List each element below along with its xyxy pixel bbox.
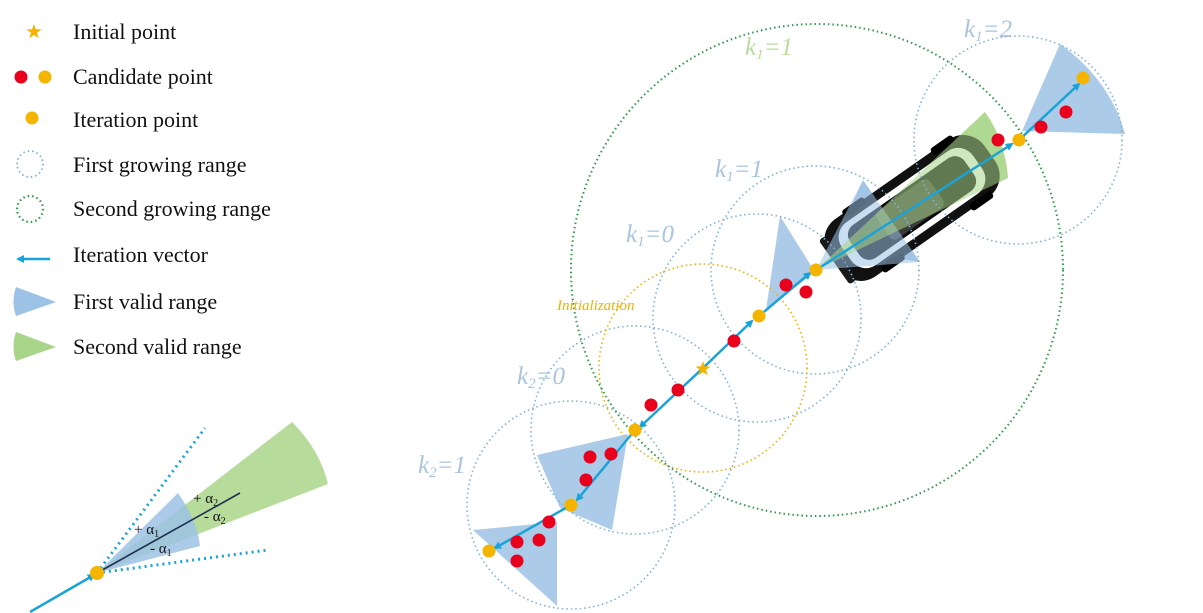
iteration-point [752, 309, 766, 323]
candidate-point [579, 473, 593, 487]
iteration-point [90, 566, 104, 580]
legend-row-first-valid-range: First valid range [13, 287, 217, 316]
candidate-point [799, 285, 813, 299]
plus-alpha1-label: + α1 [134, 522, 159, 540]
legend-label-candidate-point: Candidate point [73, 64, 213, 89]
iteration-point [482, 544, 496, 558]
legend-label-iteration-point: Iteration point [73, 107, 198, 132]
legend-label-second-growing-range: Second growing range [73, 196, 271, 221]
candidate-point [532, 533, 546, 547]
legend-row-first-growing-range: First growing range [16, 150, 247, 178]
k1-2-label: k1=2 [964, 16, 1012, 45]
candidate-point [1034, 120, 1048, 134]
legend-label-initial-point: Initial point [73, 19, 176, 44]
candidate-point [510, 535, 524, 549]
first-growing-range-circle [710, 165, 920, 375]
second-valid-range-overlay [816, 112, 1008, 270]
initial-point-star-icon [695, 361, 711, 376]
candidate-point [779, 278, 793, 292]
first-growing-range-circle [530, 325, 740, 535]
candidate-point [644, 398, 658, 412]
iteration-point [564, 498, 578, 512]
legend-label-second-valid-range: Second valid range [73, 334, 242, 359]
k2-0-label: k2=0 [517, 363, 565, 392]
candidate-point [1059, 105, 1073, 119]
iteration-vector-arrow [702, 319, 754, 369]
red-dot-icon [14, 70, 28, 84]
first-growing-ranges [466, 35, 1123, 610]
legend-row-second-valid-range: Second valid range [13, 332, 242, 361]
angle-inset: + α1 - α1 + α2 - α2 [29, 422, 328, 613]
candidate-point [727, 334, 741, 348]
k1-1-second-label: k1=1 [745, 34, 793, 63]
legend-label-iteration-vector: Iteration vector [73, 242, 209, 267]
star-icon [26, 24, 42, 39]
first-growing-range-circle [466, 400, 676, 610]
first-growing-range-circle [652, 213, 862, 423]
candidate-point [671, 383, 685, 397]
candidate-point [542, 515, 556, 529]
direction-line [96, 492, 241, 574]
initialization-range-circle [598, 263, 808, 473]
iteration-vector-arrow [493, 503, 572, 550]
iteration-vector-arrow [1018, 82, 1081, 141]
green-sector-icon [13, 332, 56, 361]
k1-1-first-label: k1=1 [715, 156, 763, 185]
first-valid-range-sector [766, 216, 815, 310]
plus-alpha2-label: + α2 [193, 491, 218, 509]
iteration-point [809, 263, 823, 277]
iteration-vector-arrow [758, 271, 812, 317]
legend-row-initial-point: Initial point [26, 19, 176, 44]
iteration-point [1012, 133, 1026, 147]
iteration-vector-arrow [575, 429, 636, 502]
minus-alpha1-label: - α1 [150, 541, 172, 559]
second-growing-range-circle [570, 23, 1064, 517]
dotted-circle-icon [15, 194, 45, 224]
main-diagram: Initialization k1=0 k1=1 k1=1 k1=2 k2=0 … [418, 16, 1125, 610]
iteration-vectors [493, 82, 1081, 550]
legend-row-iteration-vector: Iteration vector [16, 242, 209, 267]
legend-row-iteration-point: Iteration point [25, 107, 198, 132]
dotted-circle-icon [16, 150, 44, 178]
legend: Initial point Candidate point Iteration … [13, 19, 271, 361]
iteration-point [628, 423, 642, 437]
first-valid-range-sector [97, 493, 200, 573]
legend-label-first-growing-range: First growing range [73, 152, 247, 177]
first-growing-range-circle [913, 35, 1123, 245]
candidate-point [583, 450, 597, 464]
iteration-points [482, 71, 1090, 558]
candidate-point [604, 447, 618, 461]
legend-row-candidate-point: Candidate point [14, 64, 213, 89]
iteration-vector-arrow [638, 367, 704, 429]
yellow-dot-icon [25, 111, 39, 125]
initialization-label: Initialization [556, 298, 635, 314]
iteration-vector-arrow [815, 142, 1014, 272]
candidate-point [510, 554, 524, 568]
range-boundary-upper [95, 427, 207, 574]
k1-0-label: k1=0 [626, 221, 674, 250]
first-valid-ranges [473, 44, 1125, 606]
yellow-dot-icon [38, 70, 52, 84]
iteration-vector-arrow [29, 573, 96, 613]
iteration-point [1076, 71, 1090, 85]
minus-alpha2-label: - α2 [204, 509, 226, 527]
legend-label-first-valid-range: First valid range [73, 289, 217, 314]
blue-sector-icon [13, 287, 56, 316]
candidate-points [510, 105, 1073, 568]
candidate-point [991, 133, 1005, 147]
k2-1-label: k2=1 [418, 452, 466, 481]
legend-row-second-growing-range: Second growing range [15, 194, 271, 224]
